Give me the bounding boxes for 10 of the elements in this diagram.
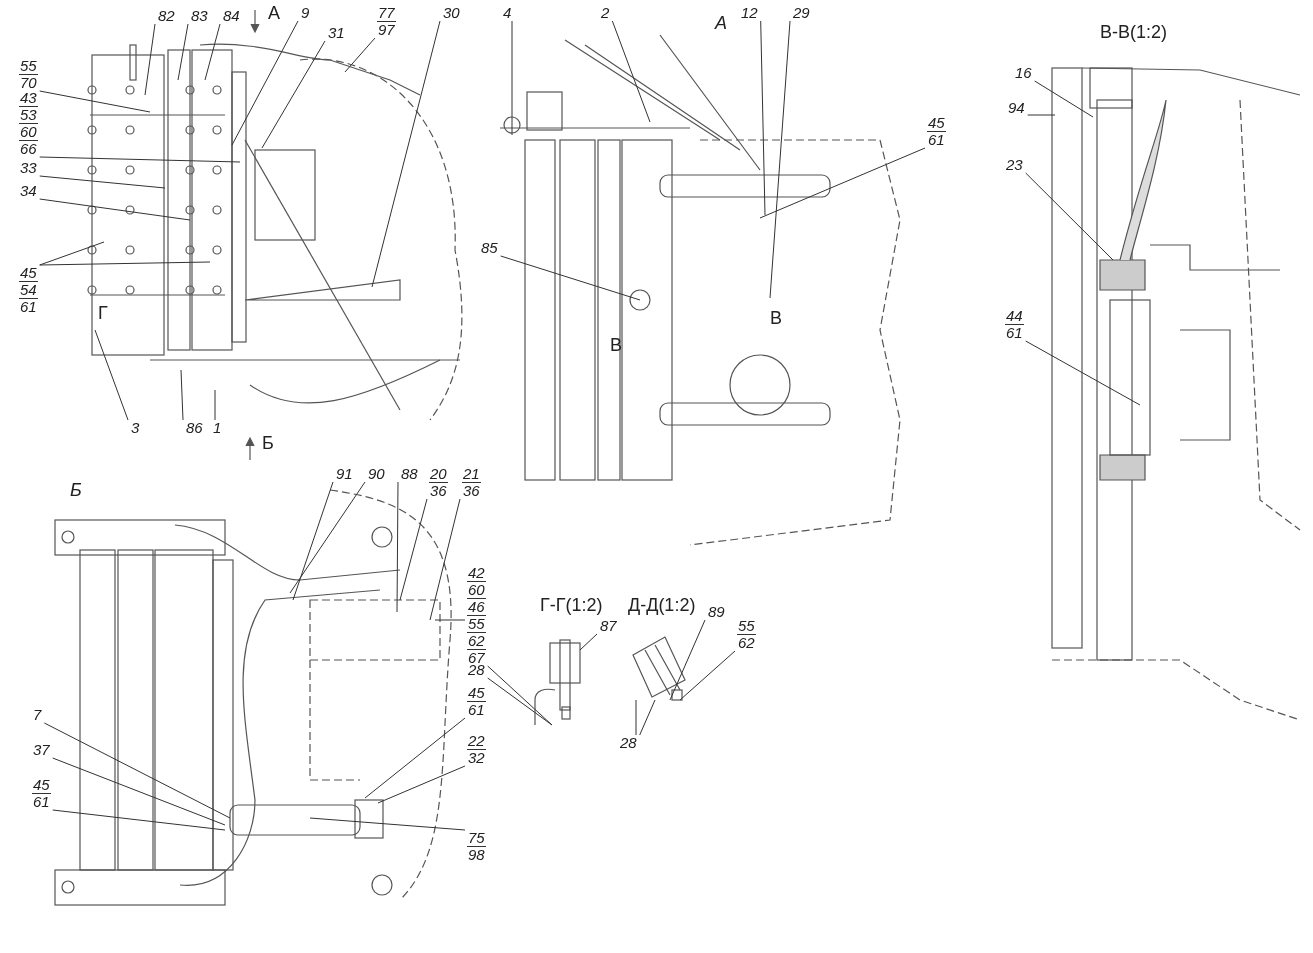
section-title: В-В(1:2) bbox=[1100, 22, 1168, 43]
view-letter: Б bbox=[262, 433, 274, 454]
section-letter: Г bbox=[98, 303, 108, 324]
section-letter: В bbox=[770, 308, 782, 329]
section-letter: В bbox=[610, 335, 622, 356]
section-title: Д-Д(1:2) bbox=[628, 595, 696, 616]
section-title: Г-Г(1:2) bbox=[540, 595, 603, 616]
view-letter: А bbox=[268, 3, 280, 24]
view-letter: А bbox=[715, 13, 727, 34]
view-letter: Б bbox=[70, 480, 82, 501]
